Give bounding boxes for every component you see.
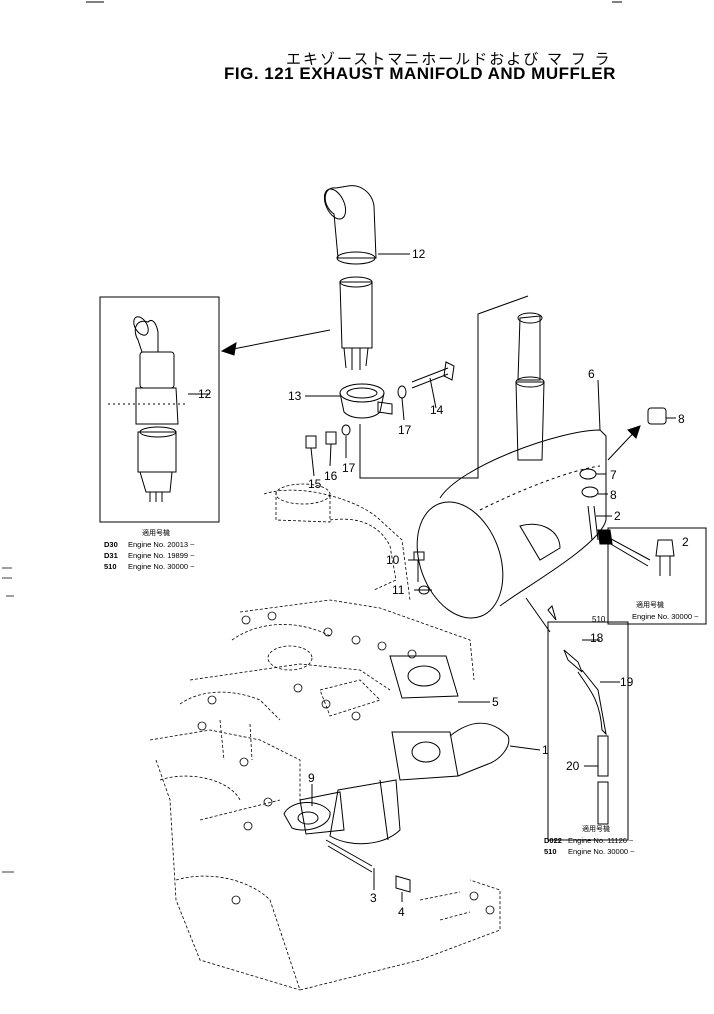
- title-japanese: エキゾーストマニホールドおよび マ フ ラ: [286, 50, 612, 68]
- option-frame-lower: [547, 621, 629, 841]
- callout-8b: 8: [610, 488, 617, 502]
- note-header: 適用号機: [582, 825, 610, 833]
- callout-510: 510: [592, 615, 606, 624]
- nut-8b: [581, 486, 599, 498]
- callout-17a: 17: [398, 423, 412, 437]
- engine-bolt-heads: [197, 611, 495, 915]
- washer-7: [579, 468, 597, 480]
- callout-17b: 17: [342, 461, 356, 475]
- callout-3: 3: [370, 891, 377, 905]
- pipe-clamp: [339, 383, 393, 419]
- exhaust-elbow-pipe: [323, 185, 377, 370]
- callout-18: 18: [590, 631, 604, 645]
- bolt-2-detail: [655, 539, 675, 576]
- figure-title: FIG. 121 EXHAUST MANIFOLD AND MUFFLER: [224, 64, 616, 83]
- option-frame-right: [607, 527, 707, 625]
- callout-6: 6: [588, 367, 595, 381]
- callout-19: 19: [620, 675, 634, 689]
- nut-4: [395, 875, 411, 893]
- callout-1: 1: [542, 743, 549, 757]
- callout-7: 7: [610, 468, 617, 482]
- nut-15: [305, 435, 317, 449]
- clamp-bolt: [411, 361, 455, 389]
- callout-11: 11: [392, 583, 405, 597]
- leader-6: [597, 379, 601, 431]
- inset-muffler-pipe: [133, 316, 179, 502]
- arrow-to-inset: [227, 329, 331, 351]
- exhaust-manifold: [299, 722, 510, 845]
- nut-17a: [397, 385, 407, 399]
- callout-2b: 2: [682, 535, 689, 549]
- inset-detail-frame: [99, 296, 220, 523]
- bolt-10: [413, 551, 425, 582]
- tail-pipe-parts: [563, 649, 609, 825]
- callout-16: 16: [324, 469, 338, 483]
- note-header: 適用号機: [142, 529, 170, 537]
- note-header: 適用号機: [636, 601, 664, 609]
- nut-17b: [341, 424, 351, 436]
- leader-1: [509, 745, 541, 751]
- callout-2: 2: [614, 509, 621, 523]
- callout-20: 20: [566, 759, 580, 773]
- serial-note-right: 適用号機 Engine No. 30000 ~: [632, 600, 699, 622]
- callout-13: 13: [288, 389, 302, 403]
- engine-block-outline: [149, 483, 501, 991]
- callout-9: 9: [308, 771, 315, 785]
- callout-4: 4: [398, 905, 405, 919]
- nut-16: [325, 431, 337, 445]
- callout-5: 5: [492, 695, 499, 709]
- gasket-9: [283, 802, 331, 831]
- stud-2: [587, 505, 599, 541]
- callout-10: 10: [386, 553, 400, 567]
- callout-12-inset: 12: [198, 387, 212, 401]
- stud-3: [325, 839, 373, 873]
- callout-12: 12: [412, 247, 426, 261]
- note-row: Engine No. 30000 ~: [632, 612, 699, 621]
- callout-14: 14: [430, 403, 444, 417]
- callout-15: 15: [308, 477, 322, 491]
- gasket-5: [389, 655, 459, 699]
- margin-marks: [2, 567, 14, 873]
- muffler-body: [416, 312, 607, 619]
- callout-8: 8: [678, 412, 685, 426]
- alignment-line: [359, 295, 529, 479]
- cap-8: [647, 407, 667, 425]
